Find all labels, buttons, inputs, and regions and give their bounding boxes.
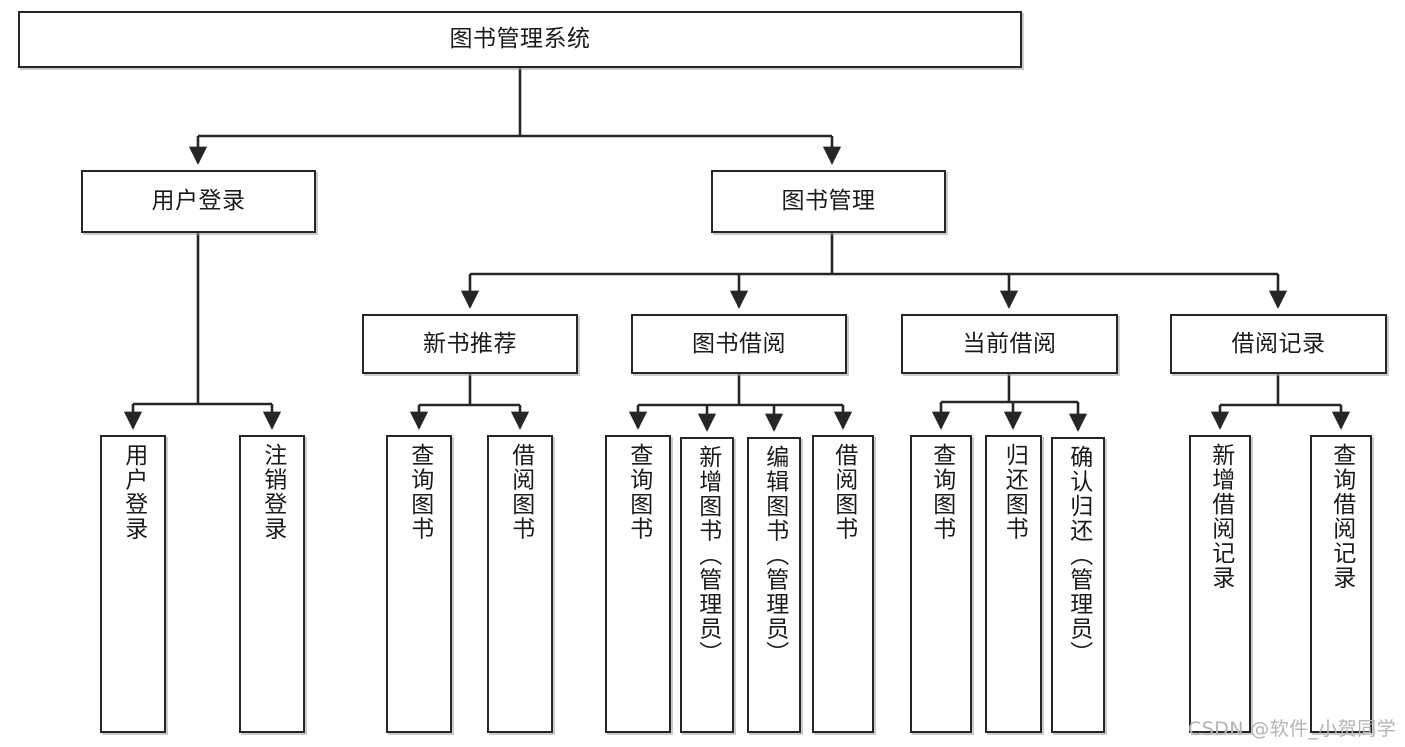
node-leaf-user-login-label: 用户登录 — [120, 443, 147, 541]
node-new-book-recommend-label: 新书推荐 — [423, 330, 517, 357]
node-user-login-label: 用户登录 — [151, 188, 246, 215]
node-leaf-query-book-2[interactable]: 查询图书 — [605, 435, 671, 733]
node-leaf-confirm-return[interactable]: 确认归还（管理员） — [1051, 437, 1105, 733]
node-root[interactable]: 图书管理系统 — [18, 11, 1022, 68]
node-leaf-add-record[interactable]: 新增借阅记录 — [1189, 435, 1251, 733]
node-leaf-query-book-1[interactable]: 查询图书 — [386, 435, 452, 733]
node-leaf-query-book-1-label: 查询图书 — [406, 443, 433, 541]
node-leaf-query-book-2-label: 查询图书 — [625, 443, 652, 541]
node-leaf-return-book-label: 归还图书 — [1001, 443, 1028, 541]
node-leaf-borrow-book-2[interactable]: 借阅图书 — [812, 435, 874, 733]
node-leaf-query-record[interactable]: 查询借阅记录 — [1310, 435, 1372, 733]
node-leaf-logout-label: 注销登录 — [259, 443, 286, 541]
node-book-borrow-label: 图书借阅 — [692, 330, 786, 357]
node-leaf-add-book-label: 新增图书（管理员） — [694, 445, 721, 666]
node-leaf-query-record-label: 查询借阅记录 — [1328, 443, 1355, 590]
node-leaf-add-book[interactable]: 新增图书（管理员） — [680, 437, 734, 733]
node-new-book-recommend[interactable]: 新书推荐 — [362, 314, 578, 374]
node-leaf-add-record-label: 新增借阅记录 — [1207, 443, 1234, 590]
node-leaf-query-book-3-label: 查询图书 — [928, 443, 955, 541]
node-leaf-borrow-book-1[interactable]: 借阅图书 — [487, 435, 553, 733]
node-leaf-user-login[interactable]: 用户登录 — [100, 435, 166, 733]
node-leaf-borrow-book-2-label: 借阅图书 — [830, 443, 857, 541]
watermark: CSDN @软件_小贺同学 — [1188, 718, 1396, 740]
node-borrow-record-label: 借阅记录 — [1231, 330, 1326, 357]
node-leaf-edit-book-label: 编辑图书（管理员） — [761, 445, 788, 666]
node-leaf-confirm-return-label: 确认归还（管理员） — [1065, 445, 1092, 666]
node-root-label: 图书管理系统 — [449, 26, 591, 53]
node-leaf-query-book-3[interactable]: 查询图书 — [910, 435, 972, 733]
node-user-login[interactable]: 用户登录 — [81, 170, 316, 233]
node-book-management-label: 图书管理 — [781, 188, 876, 215]
node-borrow-record[interactable]: 借阅记录 — [1170, 314, 1387, 374]
node-current-borrow[interactable]: 当前借阅 — [901, 314, 1118, 374]
node-leaf-logout[interactable]: 注销登录 — [239, 435, 305, 733]
node-leaf-return-book[interactable]: 归还图书 — [985, 435, 1042, 733]
node-leaf-borrow-book-1-label: 借阅图书 — [507, 443, 534, 541]
node-book-management[interactable]: 图书管理 — [711, 170, 946, 233]
node-leaf-edit-book[interactable]: 编辑图书（管理员） — [747, 437, 801, 733]
node-book-borrow[interactable]: 图书借阅 — [631, 314, 847, 374]
node-current-borrow-label: 当前借阅 — [962, 330, 1057, 357]
